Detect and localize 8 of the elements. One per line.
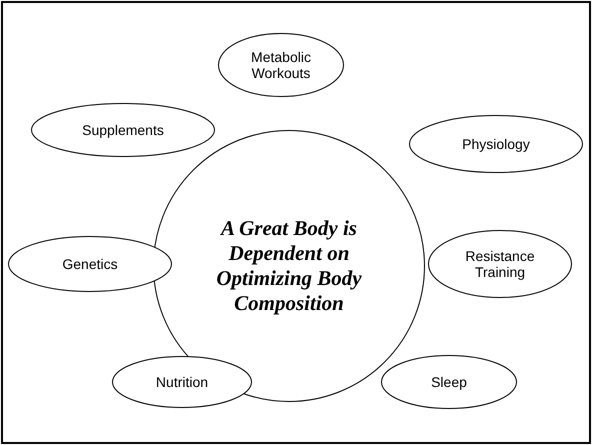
topic-label: Sleep — [430, 374, 468, 390]
topic-label: Physiology — [461, 136, 531, 152]
topic-label: Nutrition — [154, 374, 210, 390]
topic-label: Resistance Training — [464, 248, 536, 280]
topic-label: Supplements — [81, 122, 165, 138]
topic-label: Genetics — [61, 256, 119, 272]
central-statement: A Great Body is Dependent on Optimizing Body Composition — [215, 216, 363, 316]
topic-label: Metabolic Workouts — [250, 49, 312, 81]
